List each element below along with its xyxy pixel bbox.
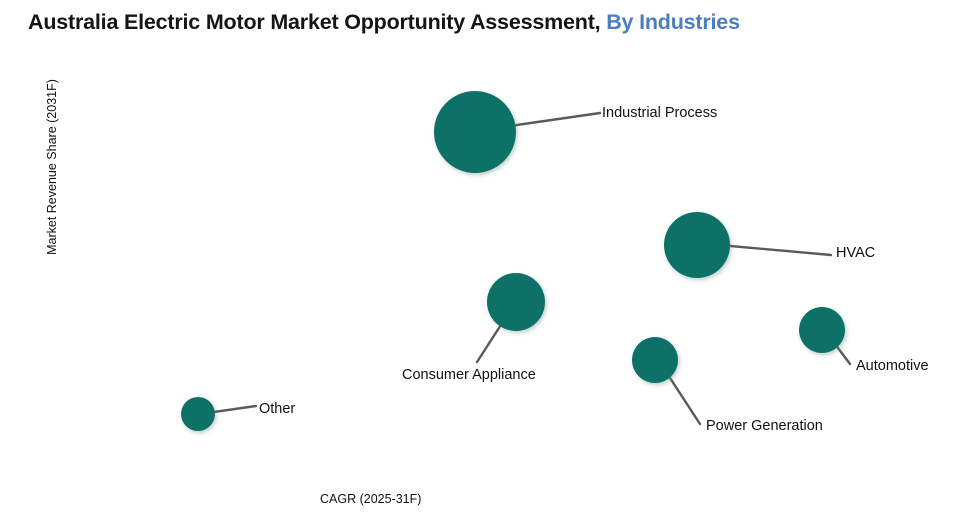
bubble-industrial-process[interactable] (434, 91, 516, 173)
title-main-text: Australia Electric Motor Market Opportun… (28, 10, 601, 34)
bubble-label-consumer-appliance: Consumer Appliance (402, 367, 536, 383)
title-accent-text: By Industries (606, 10, 740, 34)
bubble-label-power-generation: Power Generation (706, 418, 823, 434)
bubble-label-hvac: HVAC (836, 245, 876, 261)
bubble-consumer-appliance[interactable] (487, 273, 545, 331)
bubble-power-generation[interactable] (632, 337, 678, 383)
page-title: Australia Electric Motor Market Opportun… (28, 10, 740, 35)
bubble-label-automotive: Automotive (856, 358, 929, 374)
bubble-hvac[interactable] (664, 212, 730, 278)
bubble-automotive[interactable] (799, 307, 845, 353)
bubble-label-industrial-process: Industrial Process (602, 105, 718, 121)
bubble-other[interactable] (181, 397, 215, 431)
bubble-label-other: Other (259, 401, 296, 417)
bubbles-group (181, 91, 845, 431)
x-axis-title: CAGR (2025-31F) (320, 492, 422, 506)
